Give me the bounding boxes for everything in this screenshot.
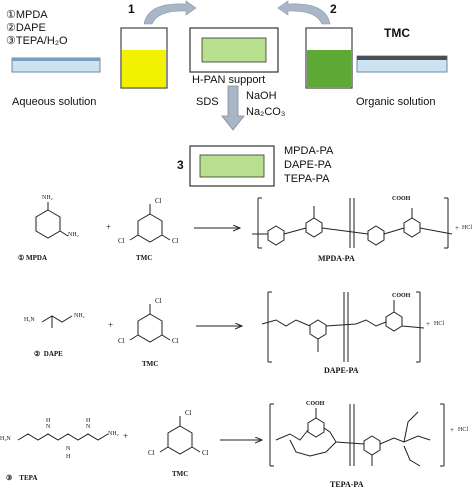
r3-tmc-label: TMC — [172, 470, 189, 478]
r2-hcl: HCl — [434, 321, 445, 327]
r2-nh2: NH₂ — [74, 313, 85, 319]
r3-plus-2: + — [450, 426, 454, 434]
tmc-ring-3 — [167, 425, 193, 455]
reaction-2 — [41, 291, 425, 363]
aqueous-solution-label: Aqueous solution — [12, 96, 97, 108]
r2-cl-left: Cl — [118, 337, 125, 345]
organic-plate — [356, 55, 448, 73]
aqueous-beaker — [120, 27, 168, 89]
r3-h2n: H₂N — [0, 436, 11, 442]
r1-nh2-top: NH₂ — [42, 195, 53, 201]
r2-product-label: DAPE-PA — [324, 366, 359, 375]
product-membrane — [189, 145, 275, 187]
product-tepa-pa: TEPA-PA — [284, 173, 330, 185]
reaction-schemes — [17, 197, 453, 467]
product-mpda-pa: MPDA-PA — [284, 145, 334, 157]
r3-cl-right: Cl — [202, 449, 209, 457]
mpda-ring — [35, 209, 61, 239]
step-3-label: 3 — [177, 158, 184, 172]
r3-n-3: N — [86, 424, 91, 430]
r2-monomer-label: DAPE — [43, 350, 63, 358]
monomer-legend: ①MPDA ②DAPE ③TEPA/H₂O — [6, 8, 68, 47]
r1-hcl: HCl — [462, 225, 473, 231]
r1-tmc-label: TMC — [136, 254, 153, 262]
r3-cl-top: Cl — [185, 409, 192, 417]
aqueous-plate — [11, 57, 101, 73]
curved-arrow-2 — [277, 0, 331, 25]
tepa-chain — [17, 433, 109, 441]
na2co3-label: Na₂CO₃ — [246, 106, 286, 118]
support-label: H-PAN support — [192, 74, 266, 86]
product-list: MPDA-PA DAPE-PA TEPA-PA — [284, 144, 333, 186]
naoh-label: NaOH — [246, 90, 277, 102]
r1-monomer-label: MPDA — [26, 254, 48, 262]
r1-cl-top: Cl — [155, 197, 162, 205]
r2-plus: + — [108, 320, 114, 330]
r3-nh2: NH₂ — [108, 431, 119, 437]
r3-index-glyph: ③ — [6, 474, 13, 482]
process-schematic — [11, 0, 448, 187]
r1-plus-2: + — [455, 224, 459, 232]
r2-plus-2: + — [426, 320, 430, 328]
tmc-ring-1 — [137, 213, 163, 243]
legend-mpda: ①MPDA — [6, 9, 48, 21]
tmc-label: TMC — [384, 26, 410, 40]
r2-cl-right: Cl — [172, 337, 179, 345]
organic-beaker — [305, 27, 353, 89]
r1-index-glyph: ① — [18, 254, 25, 262]
r1-nh2-bottom: NH₂ — [68, 232, 79, 238]
hpan-support — [189, 27, 279, 73]
r1-product-label: MPDA-PA — [318, 254, 355, 263]
r1-index: ① MPDA — [18, 254, 47, 262]
r1-plus: + — [106, 222, 112, 232]
r3-h-1: H — [46, 418, 51, 424]
r2-cl-top: Cl — [155, 297, 162, 305]
reaction-3 — [17, 403, 445, 467]
r3-plus: + — [123, 431, 129, 441]
r1-cooh: COOH — [392, 196, 411, 202]
r2-tmc-label: TMC — [142, 360, 159, 368]
r3-monomer-label: TEPA — [19, 474, 38, 482]
r3-h-3: H — [86, 418, 91, 424]
curved-arrow-1 — [143, 0, 197, 25]
r3-product-label: TEPA-PA — [330, 480, 364, 489]
legend-dape: ②DAPE — [6, 22, 46, 34]
r3-hcl: HCl — [458, 427, 469, 433]
sds-label: SDS — [196, 96, 219, 108]
r3-h-2: H — [66, 454, 71, 460]
r1-cl-left: Cl — [118, 237, 125, 245]
step-2-label: 2 — [330, 2, 337, 16]
r2-index: ② DAPE — [34, 350, 63, 358]
r3-n-2: N — [66, 446, 71, 452]
r2-index-glyph: ② — [34, 350, 41, 358]
r2-h2n: H₂N — [24, 317, 35, 323]
product-dape-pa: DAPE-PA — [284, 159, 332, 171]
r3-cooh: COOH — [306, 401, 325, 407]
organic-solution-label: Organic solution — [356, 96, 436, 108]
tmc-ring-2 — [137, 313, 163, 343]
r2-cooh: COOH — [392, 293, 411, 299]
r3-n-1: N — [46, 424, 51, 430]
r3-index: ③ TEPA — [6, 474, 37, 482]
down-arrow — [221, 85, 245, 131]
dape-chain — [41, 315, 73, 323]
r1-cl-right: Cl — [172, 237, 179, 245]
step-1-label: 1 — [128, 2, 135, 16]
reaction-1 — [35, 197, 453, 249]
r3-cl-left: Cl — [148, 449, 155, 457]
legend-tepa: ③TEPA/H₂O — [6, 35, 68, 47]
